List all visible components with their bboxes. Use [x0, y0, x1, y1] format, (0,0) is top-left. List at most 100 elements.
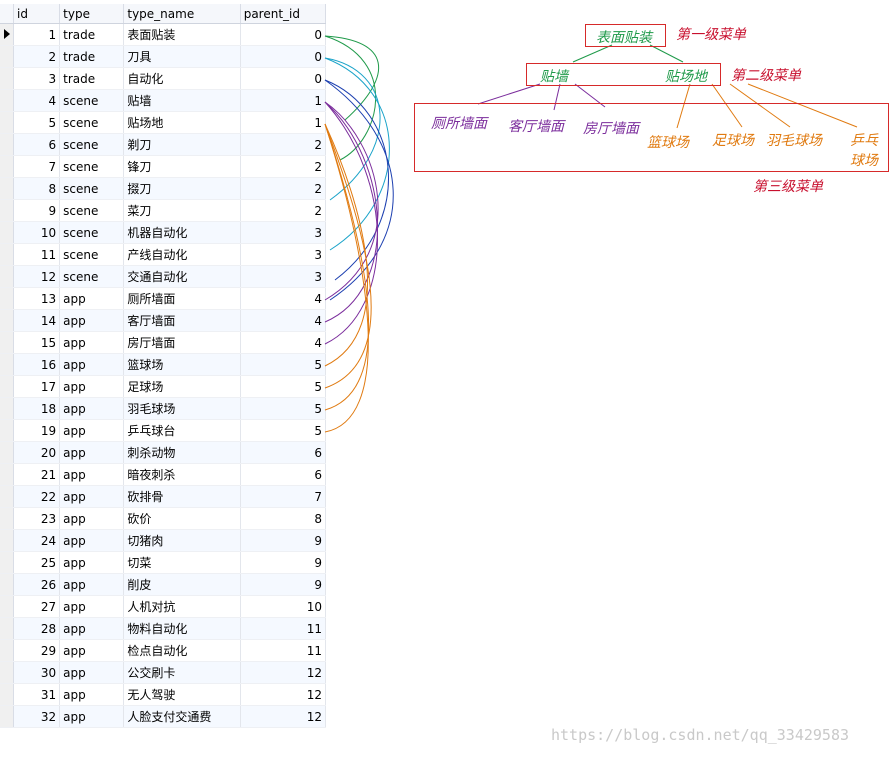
cell-parent-id[interactable]: 4 [240, 331, 327, 354]
cell-type-name[interactable]: 人机对抗 [123, 595, 241, 618]
cell-type-name[interactable]: 切菜 [123, 551, 241, 574]
cell-parent-id[interactable]: 12 [240, 705, 327, 728]
cell-parent-id[interactable]: 2 [240, 199, 327, 222]
cell-type[interactable]: app [59, 551, 125, 574]
cell-parent-id[interactable]: 8 [240, 507, 327, 530]
cell-type[interactable]: scene [59, 177, 125, 200]
cell-type-name[interactable]: 自动化 [123, 67, 241, 90]
row-indicator[interactable] [0, 23, 15, 46]
row-indicator[interactable] [0, 683, 15, 706]
cell-id[interactable]: 31 [13, 683, 61, 706]
row-indicator[interactable] [0, 89, 15, 112]
column-header-type[interactable]: type [59, 4, 125, 24]
cell-type-name[interactable]: 削皮 [123, 573, 241, 596]
cell-type-name[interactable]: 羽毛球场 [123, 397, 241, 420]
cell-type[interactable]: app [59, 353, 125, 376]
cell-parent-id[interactable]: 0 [240, 67, 327, 90]
cell-id[interactable]: 5 [13, 111, 61, 134]
cell-type-name[interactable]: 厕所墙面 [123, 287, 241, 310]
row-indicator[interactable] [0, 573, 15, 596]
cell-parent-id[interactable]: 9 [240, 573, 327, 596]
cell-type[interactable]: app [59, 287, 125, 310]
cell-id[interactable]: 22 [13, 485, 61, 508]
cell-type-name[interactable]: 产线自动化 [123, 243, 241, 266]
cell-type[interactable]: scene [59, 199, 125, 222]
cell-type-name[interactable]: 房厅墙面 [123, 331, 241, 354]
row-indicator[interactable] [0, 199, 15, 222]
cell-type-name[interactable]: 切猪肉 [123, 529, 241, 552]
row-indicator[interactable] [0, 133, 15, 156]
cell-type-name[interactable]: 剃刀 [123, 133, 241, 156]
cell-type[interactable]: app [59, 705, 125, 728]
cell-type[interactable]: app [59, 397, 125, 420]
cell-type[interactable]: app [59, 529, 125, 552]
row-indicator[interactable] [0, 463, 15, 486]
cell-id[interactable]: 16 [13, 353, 61, 376]
cell-id[interactable]: 7 [13, 155, 61, 178]
cell-id[interactable]: 20 [13, 441, 61, 464]
column-header-id[interactable]: id [13, 4, 61, 24]
cell-id[interactable]: 21 [13, 463, 61, 486]
cell-parent-id[interactable]: 9 [240, 551, 327, 574]
cell-id[interactable]: 29 [13, 639, 61, 662]
cell-parent-id[interactable]: 11 [240, 617, 327, 640]
cell-id[interactable]: 28 [13, 617, 61, 640]
column-header-type-name[interactable]: type_name [123, 4, 241, 24]
cell-type[interactable]: app [59, 485, 125, 508]
cell-type[interactable]: app [59, 639, 125, 662]
cell-type-name[interactable]: 交通自动化 [123, 265, 241, 288]
cell-type[interactable]: app [59, 617, 125, 640]
row-indicator[interactable] [0, 397, 15, 420]
row-indicator[interactable] [0, 287, 15, 310]
cell-parent-id[interactable]: 3 [240, 265, 327, 288]
column-header-parent-id[interactable]: parent_id [240, 4, 327, 24]
cell-id[interactable]: 1 [13, 23, 61, 46]
cell-parent-id[interactable]: 9 [240, 529, 327, 552]
row-indicator[interactable] [0, 331, 15, 354]
row-indicator[interactable] [0, 485, 15, 508]
cell-id[interactable]: 4 [13, 89, 61, 112]
cell-parent-id[interactable]: 5 [240, 419, 327, 442]
cell-parent-id[interactable]: 1 [240, 89, 327, 112]
cell-type-name[interactable]: 乒乓球台 [123, 419, 241, 442]
cell-id[interactable]: 17 [13, 375, 61, 398]
row-indicator[interactable] [0, 639, 15, 662]
cell-id[interactable]: 6 [13, 133, 61, 156]
cell-type-name[interactable]: 掇刀 [123, 177, 241, 200]
cell-type-name[interactable]: 客厅墙面 [123, 309, 241, 332]
cell-parent-id[interactable]: 6 [240, 463, 327, 486]
cell-type[interactable]: app [59, 309, 125, 332]
cell-parent-id[interactable]: 12 [240, 683, 327, 706]
row-indicator[interactable] [0, 375, 15, 398]
cell-type[interactable]: scene [59, 243, 125, 266]
cell-type-name[interactable]: 检点自动化 [123, 639, 241, 662]
cell-parent-id[interactable]: 5 [240, 353, 327, 376]
cell-type[interactable]: scene [59, 133, 125, 156]
row-indicator[interactable] [0, 243, 15, 266]
cell-type-name[interactable]: 篮球场 [123, 353, 241, 376]
cell-id[interactable]: 24 [13, 529, 61, 552]
cell-id[interactable]: 11 [13, 243, 61, 266]
cell-type[interactable]: app [59, 441, 125, 464]
cell-parent-id[interactable]: 5 [240, 397, 327, 420]
cell-id[interactable]: 27 [13, 595, 61, 618]
cell-id[interactable]: 19 [13, 419, 61, 442]
cell-type[interactable]: scene [59, 221, 125, 244]
cell-type-name[interactable]: 贴墙 [123, 89, 241, 112]
cell-id[interactable]: 30 [13, 661, 61, 684]
cell-type[interactable]: app [59, 683, 125, 706]
cell-parent-id[interactable]: 3 [240, 243, 327, 266]
cell-parent-id[interactable]: 5 [240, 375, 327, 398]
